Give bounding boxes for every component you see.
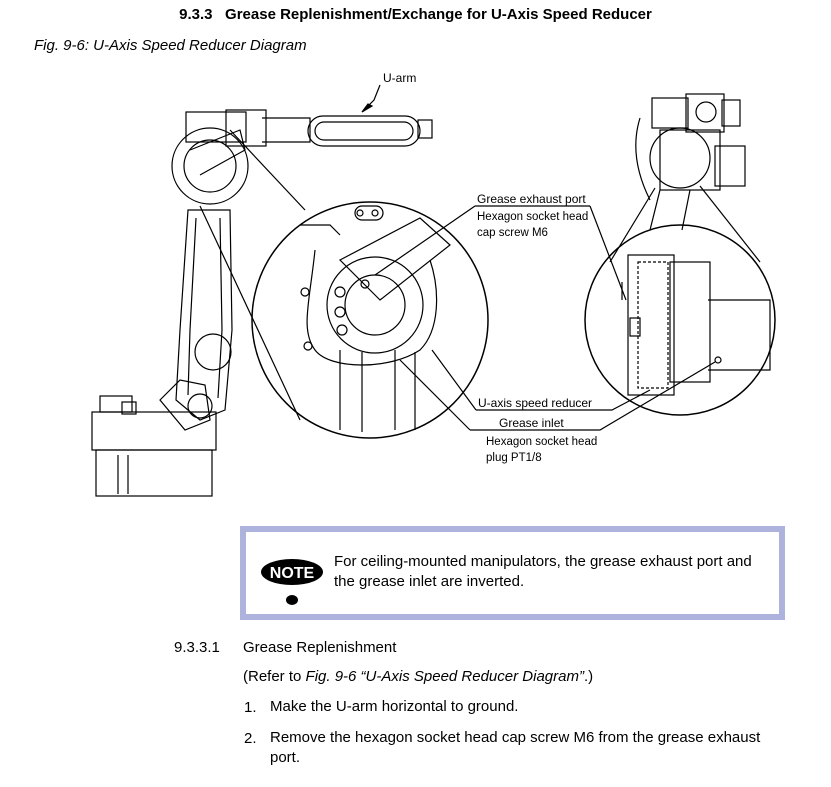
- subsection-title: Grease Replenishment: [243, 639, 397, 656]
- label-exhaust-screw-2: cap screw M6: [477, 227, 548, 239]
- step-1-number: 1.: [244, 699, 257, 716]
- section-title: Grease Replenishment/Exchange for U-Axis…: [225, 6, 652, 23]
- subsection-number: 9.3.3.1: [174, 639, 220, 656]
- robot-base: [91, 395, 217, 497]
- label-grease-inlet: Grease inlet: [499, 416, 564, 430]
- note-badge-label: NOTE: [270, 565, 315, 582]
- label-inlet-plug-2: plug PT1/8: [486, 452, 542, 464]
- u-arm-arrowhead: [361, 103, 374, 113]
- label-inlet-plug-1: Hexagon socket head: [486, 436, 597, 448]
- zoom-line-top: [229, 129, 306, 211]
- detail-circle-front: [251, 201, 489, 439]
- grease-inlet-leader: [399, 359, 716, 431]
- speed-reducer-leader: [431, 349, 651, 411]
- zoom-line-right-bottom: [699, 185, 761, 263]
- label-exhaust-port: Grease exhaust port: [477, 192, 586, 206]
- zoom-line-right-top: [609, 187, 656, 263]
- note-icon: NOTE: [261, 559, 323, 605]
- exhaust-port-leader: [374, 205, 590, 276]
- label-speed-reducer: U-axis speed reducer: [478, 396, 592, 410]
- section-heading: 9.3.3 Grease Replenishment/Exchange for …: [0, 6, 831, 23]
- exhaust-port-leader-right: [589, 205, 627, 301]
- note-box: NOTE For ceiling-mounted manipulators, t…: [240, 526, 785, 620]
- figure-caption: Fig. 9-6: U-Axis Speed Reducer Diagram: [34, 37, 307, 54]
- robot-side-view: [635, 93, 746, 231]
- step-2-text: Remove the hexagon socket head cap screw…: [270, 729, 761, 766]
- robot-lower-arm: [159, 209, 233, 431]
- refer-suffix: .): [583, 668, 594, 685]
- figure-reference: (Refer to Fig. 9-6 “U-Axis Speed Reducer…: [243, 668, 593, 685]
- label-u-arm: U-arm: [383, 71, 416, 85]
- step-1-text: Make the U-arm horizontal to ground.: [270, 698, 519, 715]
- detail-circle-side: [584, 224, 776, 416]
- section-number: 9.3.3: [179, 6, 213, 23]
- note-text: For ceiling-mounted manipulators, the gr…: [334, 553, 752, 590]
- robot-upper-arm: [171, 109, 433, 205]
- step-2-number: 2.: [244, 730, 257, 747]
- refer-prefix: (Refer to: [243, 668, 306, 685]
- zoom-line-bottom: [199, 205, 301, 421]
- u-axis-speed-reducer-diagram: U-arm Grease exhaust port Hexagon socket…: [91, 71, 776, 497]
- refer-figure-link[interactable]: Fig. 9-6 “U-Axis Speed Reducer Diagram”: [305, 668, 584, 685]
- label-exhaust-screw-1: Hexagon socket head: [477, 211, 588, 223]
